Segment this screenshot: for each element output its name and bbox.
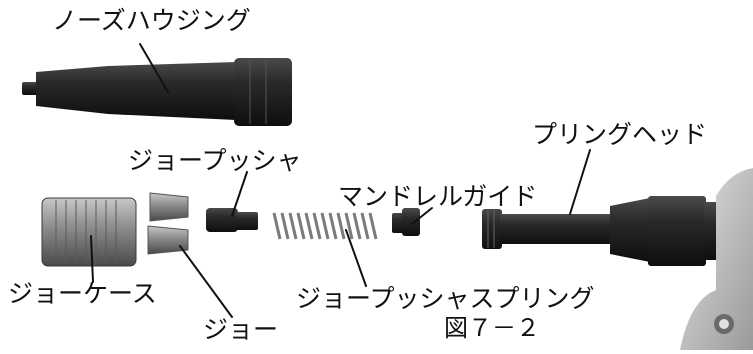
leader-line-mandrel-guide xyxy=(411,207,433,225)
nose-housing-part xyxy=(22,58,292,126)
leader-line-nose-housing xyxy=(139,43,169,93)
label-mandrel-guide: マンドレルガイド xyxy=(338,182,538,211)
label-jaw: ジョー xyxy=(203,315,279,344)
figure-caption: 図７－２ xyxy=(444,314,540,342)
jaw-pusher-spring-part xyxy=(272,212,378,240)
label-nose-housing: ノーズハウジング xyxy=(52,6,251,35)
leader-line-jaw-pusher xyxy=(231,171,248,217)
leader-line-jaw xyxy=(179,245,233,318)
mandrel-guide-part xyxy=(392,208,420,236)
jaw-part-upper xyxy=(149,192,189,222)
jaw-pusher-part xyxy=(206,208,258,232)
label-pulling-head: プリングヘッド xyxy=(532,120,708,149)
jaw-case-part xyxy=(41,197,137,267)
tool-body-part xyxy=(680,168,753,350)
pulling-head-part xyxy=(482,196,724,266)
label-jaw-pusher: ジョープッシャ xyxy=(128,146,302,175)
leader-line-jaw-pusher-spring xyxy=(345,229,367,287)
leader-line-pulling-head xyxy=(569,149,591,215)
jaw-part-lower xyxy=(147,225,189,255)
leader-line-jaw-case xyxy=(90,235,94,283)
label-jaw-pusher-spring: ジョープッシャスプリング xyxy=(296,284,595,313)
label-jaw-case: ジョーケース xyxy=(8,279,157,308)
